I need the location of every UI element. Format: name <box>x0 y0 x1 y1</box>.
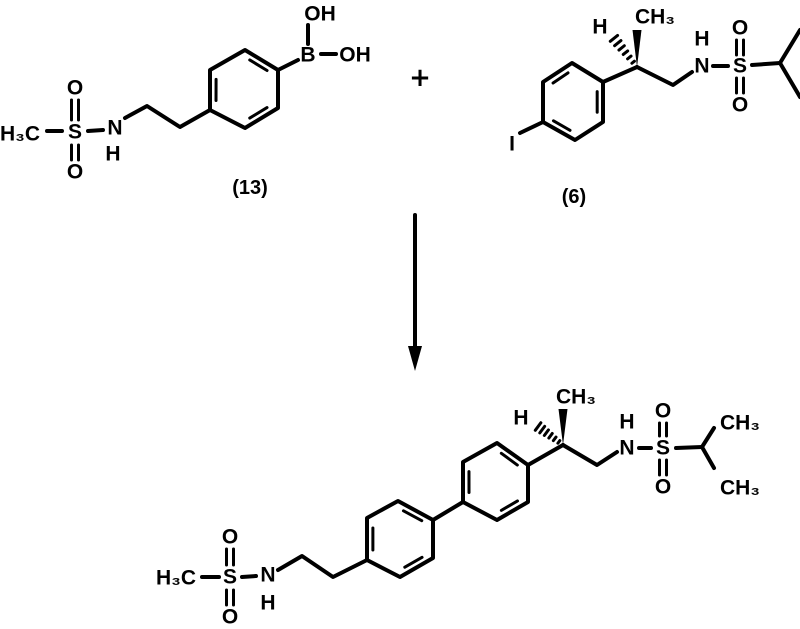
bond <box>778 28 800 65</box>
chain-bond <box>123 104 212 129</box>
hash-bond <box>551 435 558 443</box>
atom-o-bottom: O <box>67 161 83 184</box>
aromatic-inner-bond <box>403 555 424 569</box>
hash-bond <box>626 54 633 61</box>
atom-ch3-lower: CH₃ <box>720 477 760 500</box>
biphenyl-bond <box>431 500 465 522</box>
bond <box>778 61 800 99</box>
atom-oh-top: OH <box>304 3 336 26</box>
atom-o-top: O <box>732 17 748 40</box>
atom-h: H <box>592 16 607 39</box>
wedge-bond <box>632 30 642 67</box>
benzene-ring <box>541 61 605 142</box>
bond <box>700 445 716 470</box>
atom-o-top: O <box>67 77 83 100</box>
atom-i: I <box>509 133 515 156</box>
hash-bond <box>630 59 636 65</box>
reactant-13: H₃C S O O N H B OH OH (13) <box>0 3 371 200</box>
atom-n: N <box>107 117 122 140</box>
hash-bond <box>621 49 630 56</box>
atom-o1-bottom: O <box>222 606 238 629</box>
atom-ch3: CH₃ <box>635 6 675 29</box>
atom-n: N <box>694 55 709 78</box>
atom-h3c: H₃C <box>0 123 40 146</box>
atom-o1-top: O <box>222 526 238 549</box>
hash-bond <box>533 421 543 432</box>
benzene-ring <box>208 48 280 130</box>
atom-o2-top: O <box>655 400 671 423</box>
hash-bond <box>617 44 626 52</box>
bond <box>518 120 545 135</box>
aromatic-inner-bond <box>401 509 424 523</box>
arrow-head <box>408 346 422 371</box>
atom-o2-bottom: O <box>655 476 671 499</box>
atom-o-bottom: O <box>732 94 748 117</box>
reaction-arrow <box>408 213 422 371</box>
aromatic-inner-bond <box>551 119 572 132</box>
bond <box>700 426 716 449</box>
wedge-bond <box>558 409 568 445</box>
atom-nh: H <box>105 143 120 166</box>
atom-oh-right: OH <box>339 44 371 67</box>
atom-h: H <box>513 407 528 430</box>
bond <box>750 61 782 67</box>
atom-ch3-upper: CH₃ <box>720 412 760 435</box>
atom-s: S <box>68 121 82 144</box>
hash-bond <box>538 424 547 435</box>
chain-bond <box>276 554 369 579</box>
aromatic-inner-bond <box>248 106 269 120</box>
atom-s1: S <box>223 566 237 589</box>
atom-ch3: CH₃ <box>556 386 596 409</box>
hash-bond <box>547 431 554 440</box>
aromatic-inner-bond <box>499 499 519 512</box>
bond <box>526 443 565 467</box>
atom-b: B <box>300 44 315 67</box>
aromatic-inner-bond <box>499 451 519 467</box>
bond-lines <box>45 23 800 607</box>
atom-n2: N <box>619 437 634 460</box>
hash-bond <box>613 39 623 48</box>
hash-bond <box>608 33 620 43</box>
atom-s2: S <box>656 437 670 460</box>
chain-bond <box>635 65 694 87</box>
hash-bond <box>542 428 550 437</box>
compound-label-6: (6) <box>562 186 586 208</box>
atom-n1h: H <box>260 592 275 615</box>
bond <box>674 445 704 450</box>
benzene-ring <box>461 441 530 522</box>
product: H₃C S O O N H H CH₃ N H S O O CH₃ CH₃ <box>156 386 760 629</box>
reactant-6: I H CH₃ N H S O O (6) <box>509 6 748 209</box>
benzene-ring <box>365 499 435 579</box>
atom-n2h: H <box>619 411 634 434</box>
atom-s: S <box>733 55 747 78</box>
bond <box>86 128 105 133</box>
chain-bond <box>561 443 619 467</box>
atom-n1: N <box>260 564 275 587</box>
bond <box>276 58 300 72</box>
aromatic-inner-bond <box>551 71 570 85</box>
bond <box>240 574 258 579</box>
atom-h3c: H₃C <box>156 567 196 590</box>
compound-label-13: (13) <box>232 177 268 199</box>
atom-nh: H <box>694 28 709 51</box>
hash-bond <box>556 439 562 445</box>
plus-sign: + <box>409 63 431 93</box>
bond <box>601 65 639 84</box>
aromatic-inner-bond <box>248 58 269 73</box>
